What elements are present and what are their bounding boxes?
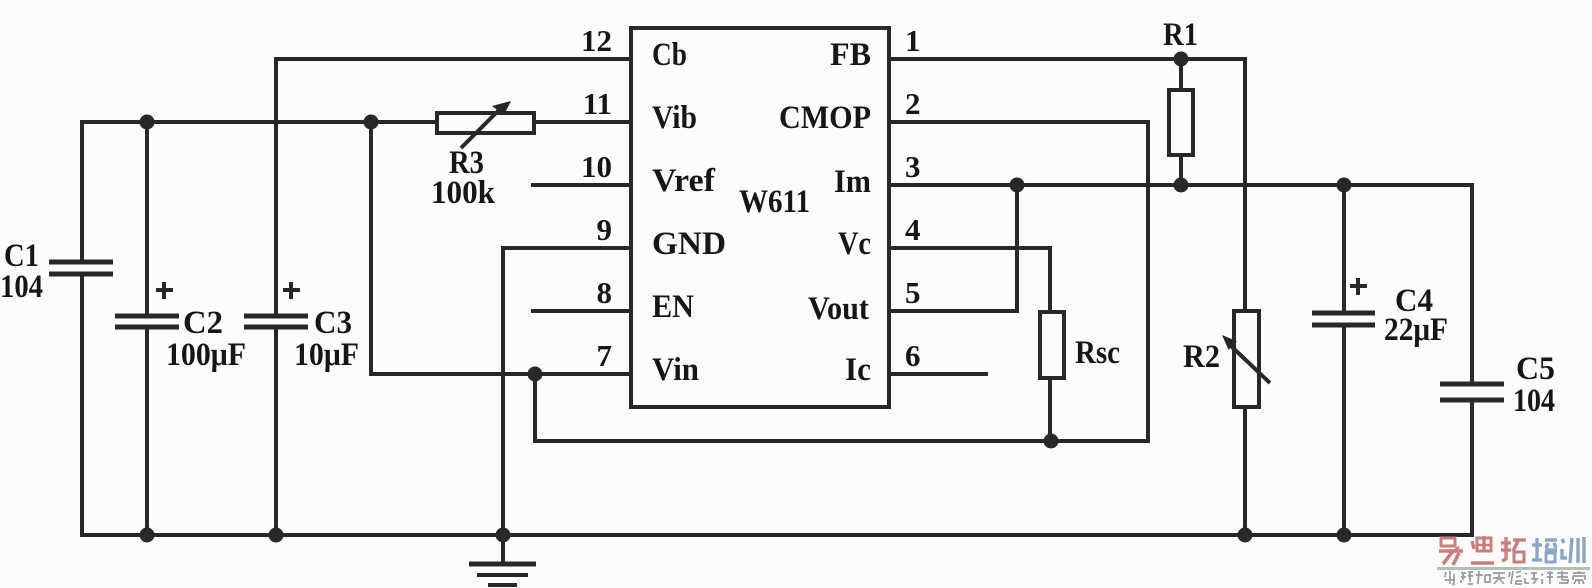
svg-text:Vout: Vout [808,291,869,327]
svg-text:CMOP: CMOP [779,100,871,136]
svg-text:R3: R3 [449,145,484,181]
svg-text:10μF: 10μF [294,337,359,373]
svg-text:Cb: Cb [652,37,687,73]
svg-text:7: 7 [597,338,613,373]
svg-text:Vc: Vc [838,226,871,262]
svg-text:W611: W611 [739,184,810,220]
svg-text:1: 1 [905,23,921,58]
svg-text:R1: R1 [1163,17,1198,53]
svg-text:6: 6 [905,338,921,373]
svg-text:Vin: Vin [652,352,699,388]
svg-text:Vref: Vref [652,163,716,199]
svg-text:Im: Im [834,164,871,200]
svg-text:C5: C5 [1516,351,1555,387]
svg-text:EN: EN [652,289,694,325]
svg-text:GND: GND [652,226,726,262]
svg-text:104: 104 [1513,383,1555,419]
svg-text:10: 10 [581,149,612,184]
svg-text:Vib: Vib [652,100,697,136]
svg-text:C4: C4 [1395,283,1433,319]
svg-text:22μF: 22μF [1384,312,1448,348]
svg-text:2: 2 [905,86,921,121]
svg-text:100μF: 100μF [166,337,246,373]
svg-text:5: 5 [905,275,921,310]
svg-text:4: 4 [905,212,921,247]
svg-text:12: 12 [581,23,612,58]
svg-text:Ic: Ic [845,352,871,388]
svg-text:100k: 100k [431,175,496,211]
svg-text:FB: FB [830,37,871,73]
svg-text:Rsc: Rsc [1075,335,1120,371]
svg-text:3: 3 [905,149,921,184]
svg-text:C3: C3 [314,305,352,341]
svg-text:R2: R2 [1183,339,1220,375]
svg-text:11: 11 [583,86,612,121]
svg-text:9: 9 [597,212,613,247]
svg-text:104: 104 [0,269,43,305]
svg-text:8: 8 [597,275,613,310]
svg-text:C2: C2 [183,305,223,341]
svg-text:C1: C1 [4,238,39,274]
